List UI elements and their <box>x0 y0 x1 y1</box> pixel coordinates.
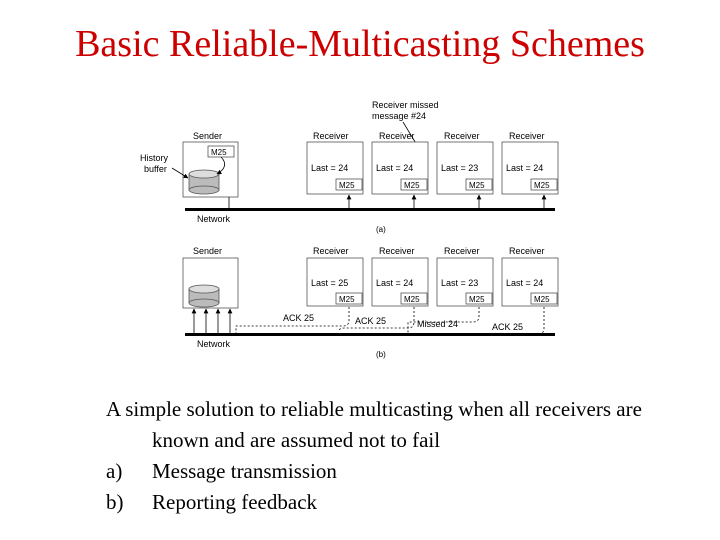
last-value: Last = 24 <box>376 163 413 173</box>
history-label-line2: buffer <box>144 164 167 174</box>
caption-marker: a) <box>106 459 123 483</box>
receiver-label: Receiver <box>444 246 480 256</box>
msg-label: M25 <box>404 295 420 304</box>
caption-item-b: b) Reporting feedback <box>106 487 666 518</box>
last-value: Last = 24 <box>376 278 413 288</box>
last-value: Last = 24 <box>506 278 543 288</box>
network-label-a: Network <box>197 214 231 224</box>
last-value: Last = 23 <box>441 163 478 173</box>
caption-intro: A simple solution to reliable multicasti… <box>106 397 642 452</box>
caption-text: Message transmission <box>152 459 337 483</box>
last-value: Last = 24 <box>311 163 348 173</box>
caption-marker: b) <box>106 490 124 514</box>
history-buffer-icon <box>188 169 220 195</box>
feedback-label-1: ACK 25 <box>283 313 314 323</box>
history-label-line1: History <box>140 153 169 163</box>
receiver-label: Receiver <box>379 131 415 141</box>
feedback-path-4 <box>500 307 545 335</box>
receiver-b-1: Receiver Last = 25 M25 <box>306 246 364 307</box>
msg-label: M25 <box>534 295 550 304</box>
receiver-b-3: Receiver Last = 23 M25 <box>436 246 494 307</box>
buffer-store-arrow <box>216 156 226 175</box>
slide-title: Basic Reliable-Multicasting Schemes <box>75 23 645 65</box>
msg-label: M25 <box>534 181 550 190</box>
receiver-a-4: Receiver Last = 24 M25 <box>501 131 559 209</box>
network-bus-a <box>185 208 555 211</box>
receiver-a-3: Receiver Last = 23 M25 <box>436 131 494 209</box>
receiver-a-2: Receiver Last = 24 M25 <box>371 131 429 209</box>
feedback-label-4: ACK 25 <box>492 322 523 332</box>
reliable-multicast-diagram: Receiver missed message #24 Sender M25 H… <box>140 100 559 359</box>
part-label-b: (b) <box>376 350 386 359</box>
msg-label: M25 <box>469 181 485 190</box>
last-value: Last = 25 <box>311 278 348 288</box>
receiver-label: Receiver <box>313 131 349 141</box>
receiver-b-2: Receiver Last = 24 M25 <box>371 246 429 307</box>
msg-label: M25 <box>339 181 355 190</box>
caption: A simple solution to reliable multicasti… <box>106 394 666 518</box>
receiver-b-4: Receiver Last = 24 M25 <box>501 246 559 307</box>
feedback-label-2: ACK 25 <box>355 316 386 326</box>
msg-label: M25 <box>339 295 355 304</box>
receiver-label: Receiver <box>509 246 545 256</box>
last-value: Last = 23 <box>441 278 478 288</box>
receiver-label: Receiver <box>379 246 415 256</box>
network-label-b: Network <box>197 339 231 349</box>
sender-label-b: Sender <box>193 246 222 256</box>
feedback-label-3: Missed 24 <box>417 319 458 329</box>
sender-label-a: Sender <box>193 131 222 141</box>
history-pointer <box>171 167 189 179</box>
missed-note-line1: Receiver missed <box>372 100 439 110</box>
receiver-label: Receiver <box>313 246 349 256</box>
caption-text: Reporting feedback <box>152 490 318 514</box>
missed-note-line2: message #24 <box>372 111 426 121</box>
network-bus-b <box>185 333 555 336</box>
msg-label: M25 <box>404 181 420 190</box>
receiver-label: Receiver <box>444 131 480 141</box>
feedback-path-3 <box>407 307 480 334</box>
msg-label: M25 <box>469 295 485 304</box>
sender-msg-label-a: M25 <box>211 148 227 157</box>
receiver-a-1: Receiver Last = 24 M25 <box>306 131 364 209</box>
history-buffer-icon <box>188 284 220 308</box>
caption-item-a: a) Message transmission <box>106 456 666 487</box>
panel-b: Sender Receiver Last = 25 M25 Receiver L… <box>182 246 559 359</box>
panel-a: Sender M25 History buffer Receiver Last … <box>140 131 559 234</box>
receiver-label: Receiver <box>509 131 545 141</box>
feedback-path-1 <box>235 307 350 334</box>
last-value: Last = 24 <box>506 163 543 173</box>
part-label-a: (a) <box>376 225 386 234</box>
